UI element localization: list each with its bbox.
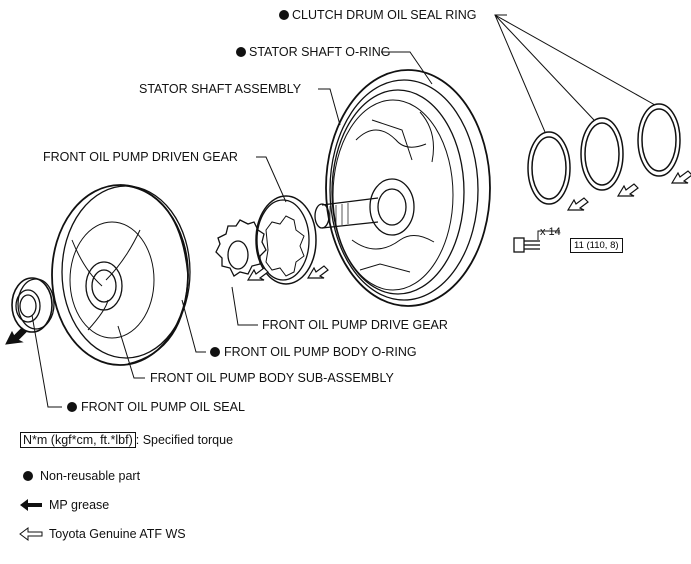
non-reusable-dot-icon xyxy=(67,402,77,412)
bolt-icon xyxy=(513,230,560,253)
bolt-count: x 14 xyxy=(540,226,561,238)
front-oil-pump-drive-gear xyxy=(215,219,267,277)
legend-mp-grease: MP grease xyxy=(49,498,110,512)
atf-arrow-icon xyxy=(670,170,691,184)
non-reusable-markers xyxy=(67,10,289,412)
legend-dot-icon xyxy=(23,471,33,481)
legend-non-reusable: Non-reusable part xyxy=(40,469,141,483)
legend-atf: Toyota Genuine ATF WS xyxy=(49,527,186,541)
leader-lines xyxy=(31,14,656,408)
label-front-oil-pump-driven-gear: FRONT OIL PUMP DRIVEN GEAR xyxy=(43,150,238,164)
atf-arrow-icon xyxy=(306,265,329,279)
legend-torque-unit: N*m (kgf*cm, ft.*lbf) xyxy=(20,432,136,448)
atf-arrow-icon xyxy=(566,197,589,211)
non-reusable-dot-icon xyxy=(236,47,246,57)
non-reusable-dot-icon xyxy=(210,347,220,357)
atf-arrow-icon xyxy=(246,267,269,281)
mp-grease-arrow-icon xyxy=(5,327,27,345)
clutch-drum-oil-seal-rings xyxy=(527,103,681,205)
label-stator-shaft-assembly: STATOR SHAFT ASSEMBLY xyxy=(139,82,302,96)
label-front-oil-pump-oil-seal: FRONT OIL PUMP OIL SEAL xyxy=(81,400,245,414)
label-stator-shaft-o-ring: STATOR SHAFT O-RING xyxy=(249,45,391,59)
bolt-torque: 11 (110, 8) xyxy=(570,238,623,253)
legend-atf-arrow-icon xyxy=(19,527,43,541)
legend-torque: N*m (kgf*cm, ft.*lbf): Specified torque xyxy=(20,432,234,448)
label-front-oil-pump-body-o-ring: FRONT OIL PUMP BODY O-RING xyxy=(224,345,417,359)
label-front-oil-pump-drive-gear: FRONT OIL PUMP DRIVE GEAR xyxy=(262,318,448,332)
non-reusable-dot-icon xyxy=(279,10,289,20)
front-oil-pump-driven-gear xyxy=(255,195,317,285)
front-oil-pump-body xyxy=(51,184,191,366)
atf-arrow-icon xyxy=(616,183,639,197)
legend-grease-arrow-icon xyxy=(20,499,42,511)
stator-shaft-assembly xyxy=(314,69,491,307)
legend-torque-desc: : Specified torque xyxy=(135,433,234,447)
label-front-oil-pump-body-sub-assembly: FRONT OIL PUMP BODY SUB-ASSEMBLY xyxy=(150,371,394,385)
front-oil-pump-oil-seal xyxy=(11,277,55,333)
label-clutch-drum-oil-seal-ring: CLUTCH DRUM OIL SEAL RING xyxy=(292,8,477,22)
